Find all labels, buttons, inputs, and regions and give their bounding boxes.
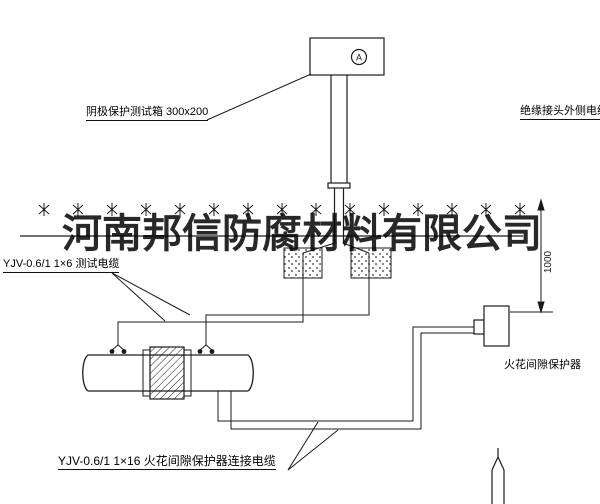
dimension-arrow-bottom [537, 301, 545, 314]
test-box-label: 阴极保护测试箱 300x200 [86, 105, 209, 121]
leader-test-box [206, 73, 312, 121]
pipe-left-cap [82, 354, 89, 392]
test-cable-label: YJV-0.6/1 1×6 测试电缆 [3, 257, 120, 273]
dimension-text: 1000 [543, 250, 554, 273]
corner-riser-symbol [491, 448, 505, 504]
cable-terminals [109, 349, 215, 354]
device-letter: A [356, 53, 362, 63]
protector-neck [473, 319, 485, 335]
joint-flange-right [183, 349, 192, 397]
leader-spark-cable-1 [287, 421, 319, 471]
test-box [309, 37, 385, 76]
test-cables [111, 242, 370, 351]
conduit-coupling [327, 182, 351, 189]
leader-test-cable-2 [111, 272, 191, 316]
spark-gap-protector [473, 305, 510, 347]
joint-flange-left [142, 349, 151, 397]
leader-spark-cable-2 [287, 429, 339, 471]
insulating-joint [149, 346, 185, 400]
watermark-text: 河南邦信防腐材料有限公司 [62, 210, 542, 257]
spark-gap-cables [217, 326, 474, 430]
device-circle [350, 48, 368, 66]
spark-cable-label: YJV-0.6/1 1×16 火花间隙保护器连接电缆 [58, 454, 276, 470]
conduit-riser [327, 75, 351, 243]
outer-cable-label: 绝缘接头外侧电缆 [520, 104, 600, 120]
protector-body [483, 305, 510, 347]
concrete-block-right [350, 247, 392, 279]
leader-lines [111, 73, 339, 471]
dimension-arrow-top [537, 198, 545, 211]
leader-test-cable-1 [111, 272, 166, 322]
spark-protector-label: 火花间隙保护器 [504, 359, 581, 371]
pipe [82, 346, 254, 400]
pipe-right-cap [247, 354, 254, 392]
dimension-1000 [510, 198, 553, 314]
